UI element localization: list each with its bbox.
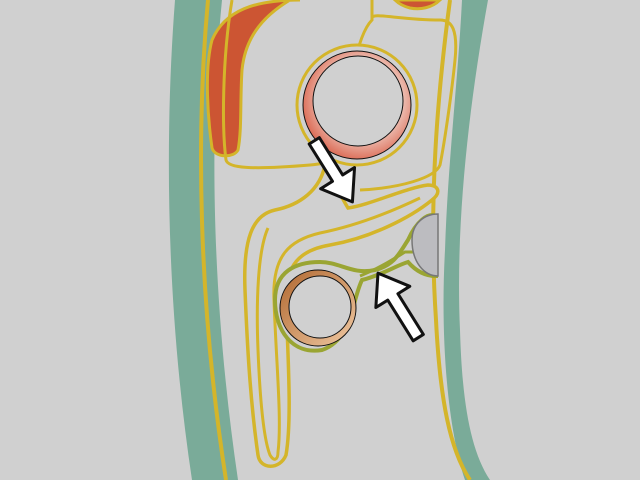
plasma-membrane-right [431, 0, 472, 480]
arrow-down-right [307, 136, 357, 204]
membrane-tube-inner [255, 196, 421, 461]
inner-cell-wall [443, 0, 490, 480]
compartment-boundary-right [359, 14, 458, 192]
arrow-up-left [374, 271, 425, 343]
orange-organelle [205, 0, 301, 158]
orange-organelle-top [392, 0, 443, 11]
plasma-membrane-left [199, 0, 228, 480]
large-vesicle-lumen [312, 55, 404, 147]
olive-connector [359, 250, 436, 278]
grey-body [411, 213, 439, 277]
small-vesicle-lumen [288, 275, 352, 339]
